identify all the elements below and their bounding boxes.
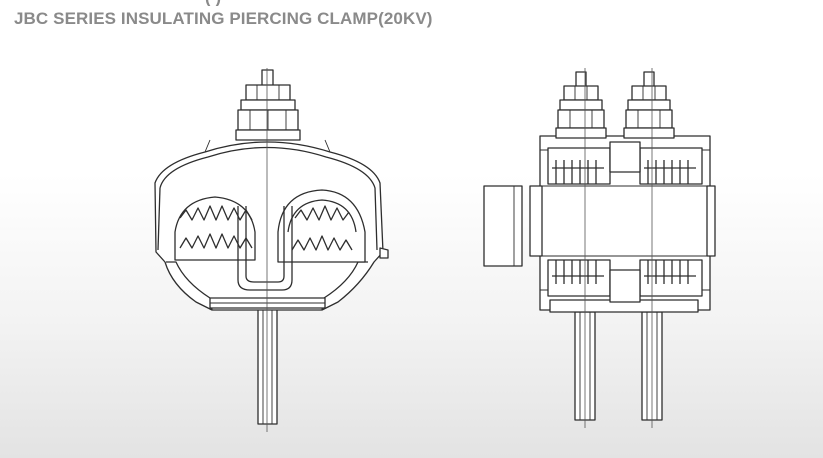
front-view-upper-fins: [547, 141, 703, 185]
front-view-bolt-left: [555, 71, 607, 139]
front-view-lower-fins: [547, 259, 703, 303]
side-view-bolt: [235, 69, 301, 141]
side-view-left-jaw: [174, 196, 256, 261]
side-view-body: [154, 139, 389, 311]
clamp-front-view: [483, 68, 716, 428]
side-view-right-jaw: [237, 189, 366, 291]
clipped-text: ( ): [205, 0, 221, 6]
clamp-side-view: [154, 68, 389, 432]
side-view-tail: [257, 307, 278, 425]
clipped-previous-line: ( ): [0, 0, 823, 6]
page-title: JBC SERIES INSULATING PIERCING CLAMP(20K…: [14, 9, 433, 28]
front-view-tails: [574, 311, 663, 421]
front-view-bolt-right: [623, 71, 675, 139]
front-view-end-cap: [483, 185, 523, 267]
